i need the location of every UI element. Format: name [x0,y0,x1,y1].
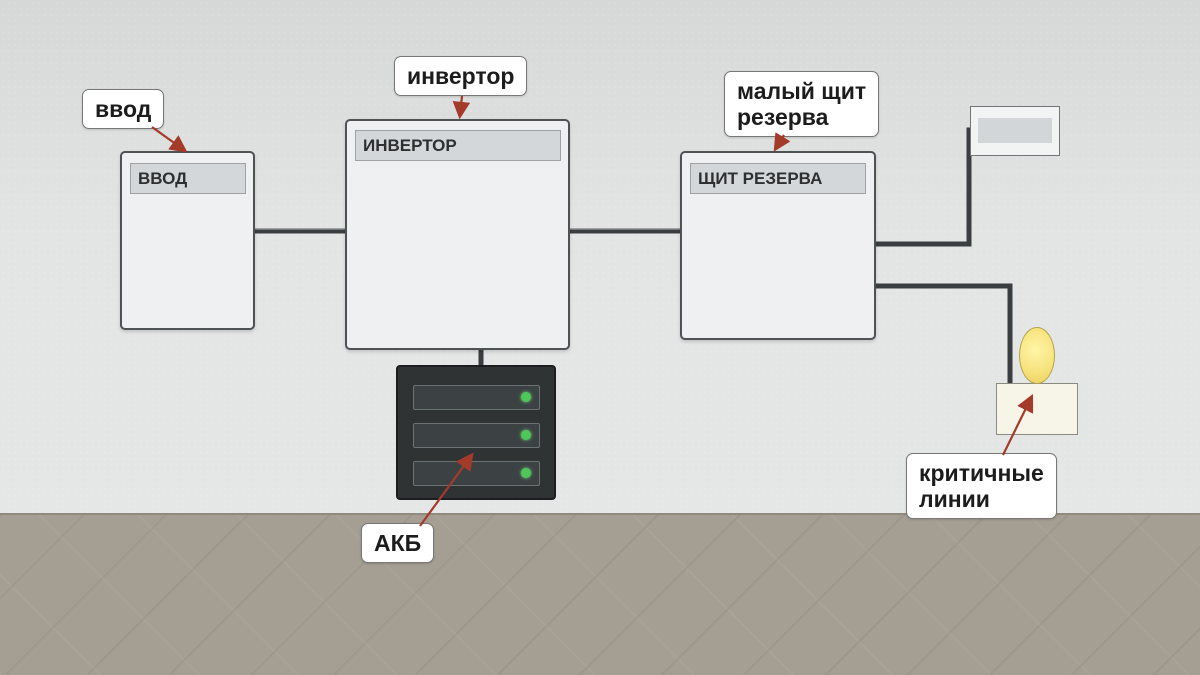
battery-led [521,468,531,478]
callout-inverter: инвертор [394,56,528,96]
reserve-panel-header: ЩИТ РЕЗЕРВА [690,163,866,194]
callout-reserve: малый щит резерва [724,71,880,137]
battery-rack [396,365,556,500]
arrow-inverter [452,95,471,120]
vvod-panel: ВВОД [120,151,255,330]
arrow-reserve [773,132,791,152]
small-box-device [970,106,1060,156]
small-box-screen [978,118,1052,143]
inverter-panel: ИНВЕРТОР [345,119,570,350]
lamp-bulb-icon [1019,327,1055,384]
callout-critical: критичные линии [906,453,1057,519]
vvod-panel-header: ВВОД [130,163,246,194]
floor-edge [0,513,1200,516]
floor [0,515,1200,675]
battery-led [521,430,531,440]
wire-reserve-critical [872,283,1013,386]
battery-cell [413,461,540,486]
inverter-panel-header: ИНВЕРТОР [355,130,561,161]
callout-vvod: ввод [82,89,165,129]
battery-led [521,392,531,402]
arrow-battery [419,452,474,527]
arrow-vvod [151,126,188,153]
battery-cell [413,423,540,448]
battery-cell [413,385,540,410]
reserve-panel: ЩИТ РЕЗЕРВА [680,151,876,340]
arrow-critical [1002,394,1034,456]
critical-lines-fixture [996,383,1078,435]
callout-battery: АКБ [361,523,435,563]
